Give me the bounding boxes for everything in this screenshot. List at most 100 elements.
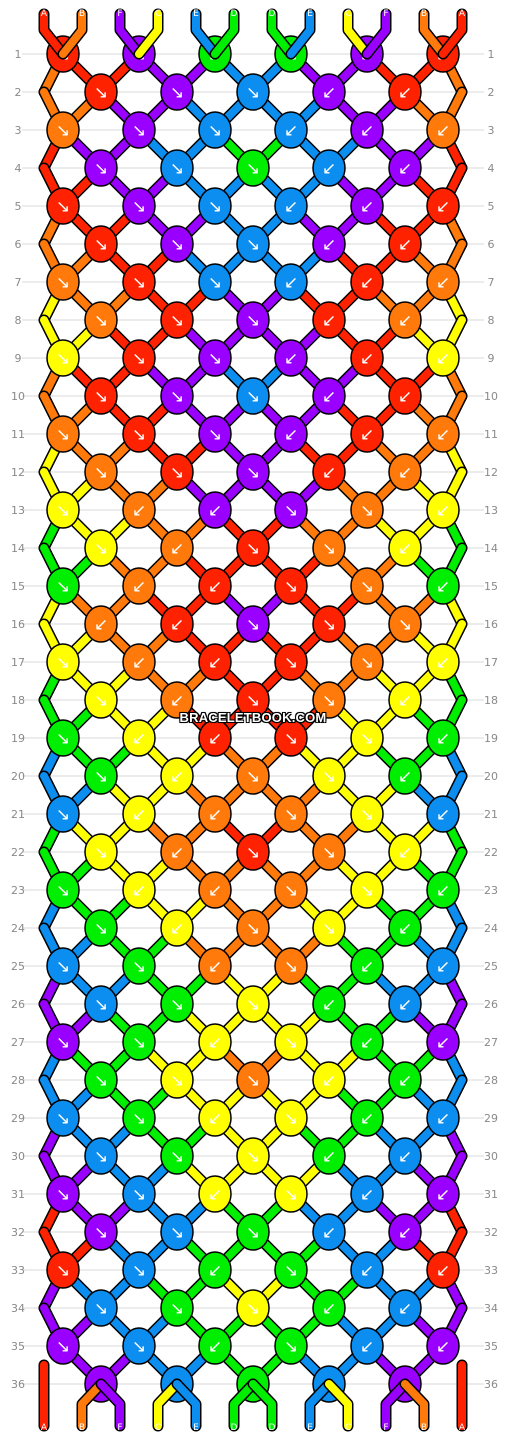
knot: ↘ [274,795,308,833]
knot-direction-arrow-icon: ↘ [170,1071,184,1091]
knot-direction-arrow-icon: ↘ [132,425,146,445]
knot: ↘ [46,339,80,377]
knot-shape [426,1023,460,1061]
knot: ↘ [236,453,270,491]
bottom-thread-label: A [41,1423,48,1433]
knot-shape [236,985,270,1023]
knot-shape [160,453,194,491]
knot-direction-arrow-icon: ↙ [436,121,450,141]
knot-shape [274,1327,308,1365]
top-thread-label: D [231,9,238,19]
knot-shape [350,643,384,681]
knot-direction-arrow-icon: ↙ [170,919,184,939]
knot: ↙ [388,1289,422,1327]
knot: ↙ [350,187,384,225]
knot-direction-arrow-icon: ↙ [132,881,146,901]
knot: ↙ [388,909,422,947]
knot: ↙ [312,1137,346,1175]
knot: ↘ [46,719,80,757]
knot: ↘ [274,1175,308,1213]
knot-shape [350,339,384,377]
knot: ↘ [312,833,346,871]
knot-direction-arrow-icon: ↘ [132,1337,146,1357]
knot: ↘ [84,833,118,871]
top-thread [116,10,143,58]
knot-shape [46,263,80,301]
knot-direction-arrow-icon: ↘ [94,1299,108,1319]
knot-direction-arrow-icon: ↙ [360,121,374,141]
knot: ↘ [84,149,118,187]
knot: ↘ [236,1289,270,1327]
knot: ↘ [84,377,118,415]
knot-direction-arrow-icon: ↙ [398,539,412,559]
knot-direction-arrow-icon: ↘ [246,1223,260,1243]
row-number-left: 5 [15,200,22,213]
knot-shape [350,415,384,453]
knot-direction-arrow-icon: ↘ [170,463,184,483]
knot-shape [426,567,460,605]
knot: ↘ [236,909,270,947]
knot-shape [274,1099,308,1137]
top-thread-label: D [269,9,276,19]
knot-shape [122,871,156,909]
row-number-left: 2 [15,86,22,99]
knot: ↙ [122,643,156,681]
knot: ↘ [160,1061,194,1099]
knot: ↘ [236,301,270,339]
knot-shape [426,947,460,985]
row-number-left: 26 [11,998,25,1011]
top-thread [344,10,371,58]
knot-direction-arrow-icon: ↘ [132,273,146,293]
knot-direction-arrow-icon: ↘ [170,159,184,179]
knot: ↙ [312,377,346,415]
knot-shape [84,301,118,339]
knot: ↙ [274,187,308,225]
row-number-left: 9 [15,352,22,365]
row-number-left: 34 [11,1302,25,1315]
knot-shape [274,111,308,149]
knot-shape [350,947,384,985]
knot: ↘ [350,567,384,605]
knot: ↘ [350,795,384,833]
knot-direction-arrow-icon: ↙ [436,273,450,293]
knot-direction-arrow-icon: ↙ [398,1299,412,1319]
knot-shape [198,719,232,757]
knot-direction-arrow-icon: ↘ [170,311,184,331]
knot: ↘ [274,643,308,681]
knot: ↙ [388,453,422,491]
knot-shape [312,605,346,643]
knot-direction-arrow-icon: ↙ [322,159,336,179]
bottom-thread [306,1380,333,1430]
knot-direction-arrow-icon: ↘ [56,273,70,293]
knot-direction-arrow-icon: ↘ [322,919,336,939]
bottom-thread-label: C [155,1423,161,1433]
knot-shape [236,301,270,339]
knot-direction-arrow-icon: ↙ [208,1033,222,1053]
knot: ↘ [122,187,156,225]
row-number-right: 26 [484,998,498,1011]
knot-direction-arrow-icon: ↘ [284,653,298,673]
knot-direction-arrow-icon: ↙ [398,311,412,331]
knot-shape [122,1175,156,1213]
row-number-right: 4 [488,162,495,175]
knot: ↘ [274,1327,308,1365]
knot: ↙ [350,1251,384,1289]
knot-direction-arrow-icon: ↘ [56,653,70,673]
knot: ↙ [426,643,460,681]
knot-direction-arrow-icon: ↘ [56,805,70,825]
top-thread [420,10,447,58]
bottom-thread [382,1380,409,1430]
knot-shape [198,643,232,681]
knot-direction-arrow-icon: ↙ [208,1185,222,1205]
knot-direction-arrow-icon: ↘ [246,1147,260,1167]
row-number-right: 9 [488,352,495,365]
knot: ↙ [350,1099,384,1137]
knot: ↙ [350,947,384,985]
knot-shape [388,909,422,947]
knot-direction-arrow-icon: ↙ [436,1033,450,1053]
row-number-right: 15 [484,580,498,593]
knot-direction-arrow-icon: ↘ [246,767,260,787]
knot: ↘ [160,1289,194,1327]
knot: ↙ [312,1289,346,1327]
row-number-right: 17 [484,656,498,669]
